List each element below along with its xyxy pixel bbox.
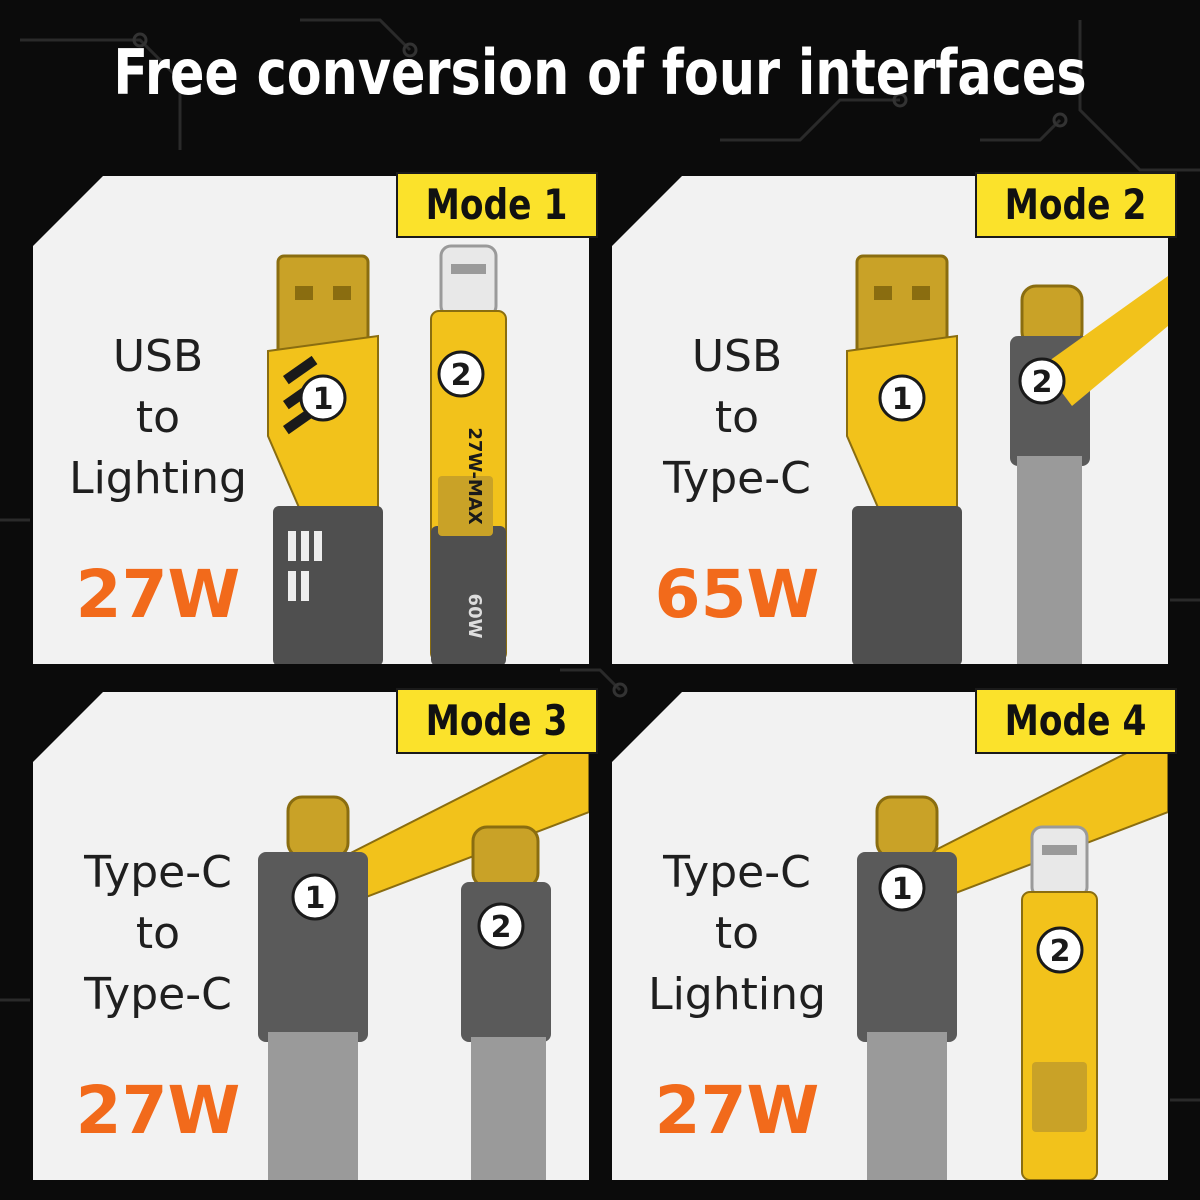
mode-4-tag: Mode 4: [975, 688, 1177, 754]
cable-power-print: 60W: [464, 594, 485, 639]
mode-1-target: Lighting: [69, 453, 247, 504]
connector-number-badge: 1: [892, 872, 913, 907]
mode-2-from: USB: [691, 331, 783, 382]
mode-4-cable-illustration: 12: [857, 730, 1168, 1180]
connector-number-badge: 2: [451, 358, 472, 393]
connector-number-badge: 2: [1050, 934, 1071, 969]
mode-3-wattage: 27W: [75, 1072, 241, 1149]
mode-4-to: to: [714, 908, 760, 959]
page-title: Free conversion of four interfaces: [113, 36, 1087, 109]
mode-3-cable-illustration: 12: [258, 730, 589, 1180]
mode-3-tag: Mode 3: [396, 688, 598, 754]
connector-number-badge: 2: [1032, 365, 1053, 400]
mode-2-target: Type-C: [663, 453, 811, 504]
mode-2-description: USB to Type-C: [612, 326, 862, 509]
mode-1-panel: 1 2 27W-MAX 60W USB to Lighting 27W: [33, 176, 589, 664]
mode-1-from: USB: [112, 331, 204, 382]
lightning-connector-icon: [439, 244, 498, 318]
mode-1-description: USB to Lighting: [33, 326, 283, 509]
mode-3-from: Type-C: [84, 847, 232, 898]
mode-2-to: to: [714, 392, 760, 443]
mode-4-wattage: 27W: [654, 1072, 820, 1149]
cable-max-print: 27W-MAX: [464, 427, 485, 524]
usb-c-connector-icon: [875, 795, 939, 859]
mode-1-wattage: 27W: [75, 556, 241, 633]
mode-3-to: to: [135, 908, 181, 959]
mode-2-tag: Mode 2: [975, 172, 1177, 238]
connector-number-badge: 1: [305, 881, 326, 916]
usb-c-connector-icon: [471, 825, 540, 889]
lightning-connector-icon: [1030, 825, 1089, 899]
mode-3-target: Type-C: [84, 969, 232, 1020]
mode-1-to: to: [135, 392, 181, 443]
usb-c-connector-icon: [286, 795, 350, 859]
connector-number-badge: 2: [491, 910, 512, 945]
connector-number-badge: 1: [313, 382, 334, 417]
connector-number-badge: 1: [892, 382, 913, 417]
mode-2-wattage: 65W: [654, 556, 820, 633]
mode-3-description: Type-C to Type-C: [33, 842, 283, 1025]
mode-4-target: Lighting: [648, 969, 826, 1020]
mode-4-from: Type-C: [663, 847, 811, 898]
mode-1-tag: Mode 1: [396, 172, 598, 238]
mode-4-description: Type-C to Lighting: [612, 842, 862, 1025]
mode-1-cable-illustration: 1 2 27W-MAX 60W: [267, 244, 507, 664]
